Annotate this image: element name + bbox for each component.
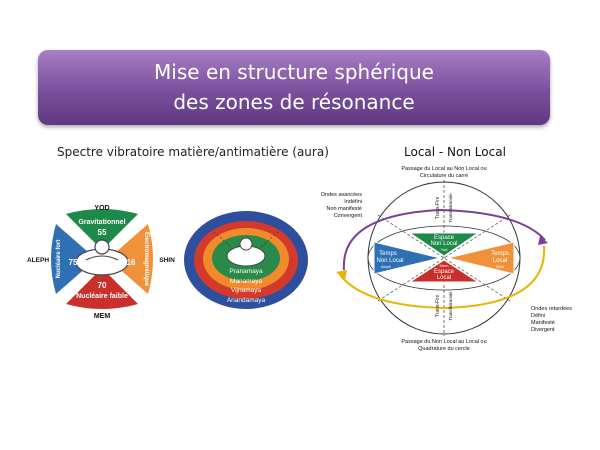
cross-top-name: Gravitationnel <box>78 219 125 226</box>
left-subtitle: Spectre vibratoire matière/antimatière (… <box>57 145 329 159</box>
cross-right-petal <box>116 224 153 294</box>
cross-label-yod: YOD <box>94 205 109 212</box>
cross-right-name: Électromagnétique <box>143 232 151 287</box>
right-subtitle: Local - Non Local <box>404 145 506 159</box>
cross-bottom-value: 70 <box>98 281 107 290</box>
temps-local-line1: Temps <box>491 251 509 257</box>
trans-fini-bottom: Trans-Fini <box>435 295 441 317</box>
left-note-1: Ondes avancées <box>321 192 363 198</box>
triangle-temps-local <box>447 241 515 275</box>
aura-label-manamaya: Manamaya <box>230 278 263 285</box>
local-nonlocal-diagram: Espace Non Local Yod Mem Espace Local Te… <box>321 166 572 352</box>
aura-label-anandamaya: Anandamaya <box>227 297 266 304</box>
left-note-2: Indéfini <box>344 199 362 205</box>
triangle-espace-local <box>408 259 480 283</box>
top-caption-line2: Circulature du carré <box>420 173 468 179</box>
title-line-2: des zones de résonance <box>173 90 415 114</box>
trans-fini-top: Trans-Fini <box>435 197 441 219</box>
triangle-temps-nonlocal <box>373 241 441 275</box>
temps-nonlocal-line1: Temps <box>379 251 397 257</box>
right-note-2: Défini <box>531 313 545 319</box>
cross-top-value: 55 <box>98 228 107 237</box>
meditation-figure-icon <box>75 239 129 276</box>
temps-nonlocal-line2: Non Local <box>376 258 403 264</box>
cross-bottom-petal <box>66 274 138 309</box>
temps-local-line2: Local <box>493 258 507 264</box>
purple-arc <box>342 208 546 271</box>
temps-nonlocal-tag: Aleph <box>381 264 391 269</box>
cross-bottom-name: Nucléaire faible <box>76 293 128 300</box>
gold-arc <box>339 245 546 310</box>
bottom-caption-line2: Quadrature du cercle <box>418 346 470 352</box>
bottom-caption-line1: Passage du Non Local au Local ou <box>401 339 486 345</box>
cross-label-mem: MEM <box>94 313 111 320</box>
trans-ordre-top: Transfinimonie <box>448 193 453 223</box>
aura-label-vijnamaya: Vijnamaya <box>231 287 262 294</box>
espace-local-line1: Espace <box>434 269 455 275</box>
title-line-1: Mise en structure sphérique <box>154 60 434 84</box>
cross-label-shin: SHIN <box>159 257 175 264</box>
aura-rings: Pranamaya Manamaya Vijnamaya Anandamaya <box>184 211 308 309</box>
cross-left-petal <box>51 224 88 294</box>
cross-left-value: 75 <box>69 258 78 267</box>
right-note-4: Divergent <box>531 327 555 333</box>
espace-nonlocal-tag: Yod <box>441 247 448 252</box>
espace-local-tag: Mem <box>440 263 450 268</box>
temps-local-tag: Shin <box>496 264 504 269</box>
right-note-3: Manifesté <box>531 320 555 326</box>
top-caption-line1: Passage du Local au Non Local ou <box>401 166 486 172</box>
trans-ordre-bottom: Transfinimonie <box>448 291 453 321</box>
right-note-1: Ondes retardées <box>531 306 572 312</box>
aura-figure-icon <box>226 237 266 267</box>
triangle-espace-nonlocal <box>408 232 480 257</box>
cross-label-aleph: ALEPH <box>27 257 49 264</box>
cross-right-value: 16 <box>127 258 136 267</box>
cross-top-petal <box>66 209 138 244</box>
title-banner: Mise en structure sphérique des zones de… <box>38 50 550 125</box>
espace-nonlocal-line2: Non Local <box>430 241 457 247</box>
espace-nonlocal-line1: Espace <box>434 235 455 241</box>
left-note-4: Convergent <box>334 213 363 219</box>
espace-local-line2: Local <box>437 275 451 281</box>
left-note-3: Non manifesté <box>327 206 362 212</box>
cross-left-name: Nucléaire fort <box>56 240 62 279</box>
forces-cross: Gravitationnel 55 70 Nucléaire faible 75… <box>27 205 175 320</box>
aura-label-pranamaya: Pranamaya <box>229 268 263 275</box>
